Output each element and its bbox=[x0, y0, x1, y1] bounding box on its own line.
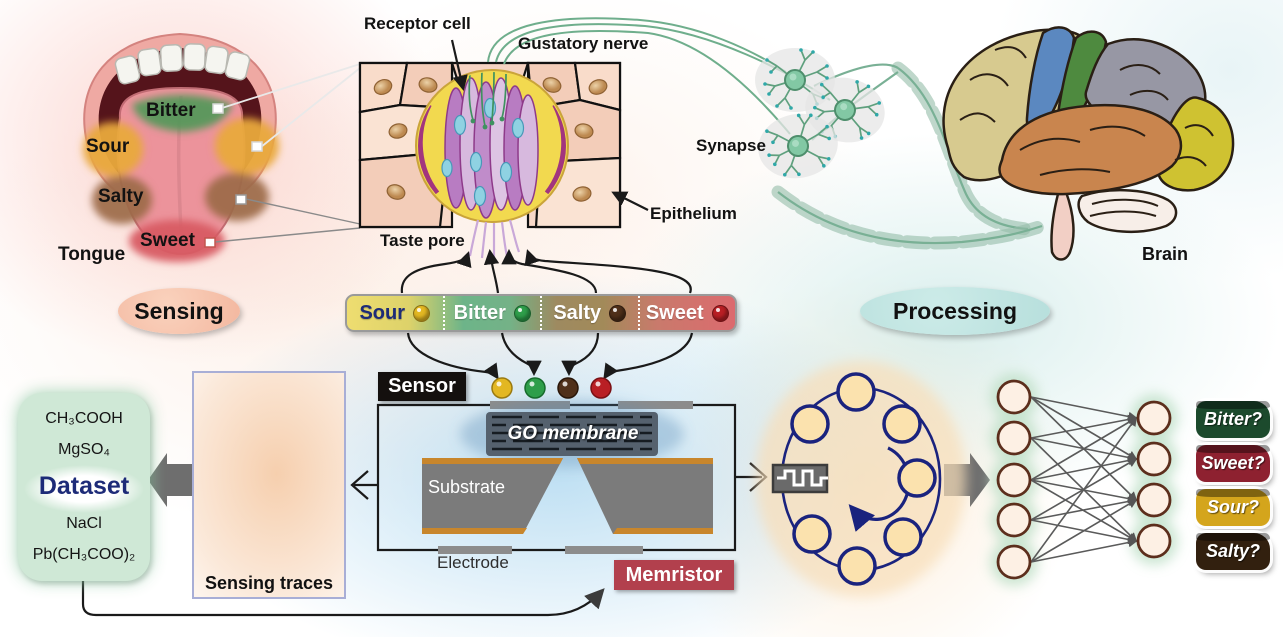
sour-dot-icon bbox=[413, 304, 431, 322]
output-tag-bitter: Bitter? bbox=[1196, 401, 1270, 438]
brain-gyri bbox=[959, 46, 1214, 217]
bottom-electrode-bar bbox=[438, 546, 512, 554]
chemical-formula: MgSO₄ bbox=[58, 441, 110, 459]
electrode-label: Electrode bbox=[437, 553, 509, 572]
chemical-formula: CH₃COOH bbox=[45, 409, 123, 427]
receptor-cells bbox=[418, 72, 566, 219]
output-tag-sour: Sour? bbox=[1196, 489, 1270, 526]
epithelium-nuclei bbox=[373, 77, 608, 202]
analyte-droplets bbox=[491, 377, 612, 399]
bar-label-bitter: Bitter bbox=[453, 301, 506, 324]
teeth bbox=[114, 43, 251, 85]
processing-label: Processing bbox=[893, 297, 1017, 324]
output-tag-sweet-text: Sweet? bbox=[1201, 453, 1265, 473]
receptor-cell-label: Receptor cell bbox=[364, 14, 471, 33]
chemical-formula: Pb(CH₃COO)₂ bbox=[32, 546, 136, 564]
memristor-badge-text: Memristor bbox=[625, 563, 723, 586]
output-tag-salty: Salty? bbox=[1196, 533, 1270, 570]
block-arrow-to-dataset bbox=[148, 453, 192, 507]
tongue-taste-zones bbox=[83, 95, 279, 262]
myelinated-axons bbox=[771, 61, 1049, 250]
sensing-label: Sensing bbox=[134, 297, 224, 324]
bar-label-salty: Salty bbox=[553, 301, 602, 324]
flow-arrows bbox=[81, 39, 694, 617]
top-electrode-bar bbox=[618, 401, 693, 409]
synapse-label: Synapse bbox=[696, 136, 766, 155]
chemical-formula: NaCl bbox=[66, 514, 102, 532]
reservoir-ring bbox=[756, 361, 966, 597]
tongue-label: Tongue bbox=[58, 244, 126, 265]
brain-label: Brain bbox=[1142, 244, 1189, 264]
output-arrow-left bbox=[350, 470, 378, 500]
nerve-endings bbox=[468, 72, 507, 127]
substrate bbox=[422, 458, 713, 534]
processing-stage-badge: Processing bbox=[860, 287, 1050, 335]
zone-label-bitter: Bitter bbox=[146, 100, 196, 121]
taste-pore-label: Taste pore bbox=[380, 231, 465, 250]
output-tag-sweet: Sweet? bbox=[1196, 445, 1270, 482]
memristor-device bbox=[350, 377, 768, 554]
zone-marker-squares bbox=[204, 103, 263, 248]
memristor-badge: Memristor bbox=[614, 560, 734, 590]
zone-label-salty: Salty bbox=[98, 186, 144, 207]
dataset-box: CH₃COOH MgSO₄ Dataset NaCl Pb(CH₃COO)₂ bbox=[18, 393, 150, 581]
go-membrane-label: GO membrane bbox=[507, 423, 639, 444]
output-tag-salty-text: Salty? bbox=[1205, 541, 1261, 561]
nn-edges bbox=[1030, 396, 1138, 563]
gustatory-nerve-label: Gustatory nerve bbox=[518, 34, 649, 53]
taste-bud-panel bbox=[358, 61, 622, 259]
sensing-traces-panel: Sensing traces bbox=[192, 371, 346, 599]
memristor-symbol bbox=[771, 463, 829, 494]
zone-label-sweet: Sweet bbox=[140, 230, 195, 251]
sweet-dot-icon bbox=[711, 304, 729, 322]
brain-illustration bbox=[942, 26, 1235, 261]
sensing-traces-caption: Sensing traces bbox=[204, 573, 334, 593]
taste-stimuli-bar: Sour Bitter Salty Sweet bbox=[345, 294, 737, 332]
sensor-badge: Sensor bbox=[378, 372, 466, 401]
analyte-dot-sour bbox=[491, 377, 513, 399]
bar-label-sour: Sour bbox=[359, 301, 406, 324]
salty-dot-icon bbox=[609, 304, 627, 322]
bar-label-sweet: Sweet bbox=[645, 301, 704, 324]
output-tag-sour-text: Sour? bbox=[1207, 497, 1259, 517]
zone-callout-lines bbox=[214, 63, 361, 243]
taste-pore-cilia bbox=[468, 219, 521, 259]
analyte-dot-sweet bbox=[590, 377, 612, 399]
nn-nodes bbox=[996, 379, 1172, 580]
analyte-dot-bitter bbox=[524, 377, 546, 399]
output-tag-bitter-text: Bitter? bbox=[1204, 409, 1262, 429]
tongue-illustration bbox=[83, 32, 361, 262]
dataset-title: Dataset bbox=[38, 472, 130, 501]
bar-segment-salty: Salty bbox=[540, 296, 638, 330]
substrate-label: Substrate bbox=[428, 477, 506, 497]
cycle-arrow bbox=[848, 446, 911, 532]
bar-segment-sweet: Sweet bbox=[637, 296, 736, 330]
dataset-glow bbox=[24, 465, 144, 513]
bottom-electrode-bar bbox=[565, 546, 643, 554]
bar-segment-sour: Sour bbox=[347, 296, 443, 330]
analyte-dot-salty bbox=[557, 377, 579, 399]
epithelium-label: Epithelium bbox=[650, 204, 737, 223]
sensor-badge-text: Sensor bbox=[388, 375, 456, 397]
bitter-dot-icon bbox=[513, 304, 531, 322]
sensing-stage-badge: Sensing bbox=[118, 288, 240, 334]
neural-network bbox=[990, 373, 1178, 586]
zone-label-sour: Sour bbox=[86, 136, 130, 157]
bar-segment-bitter: Bitter bbox=[442, 296, 541, 330]
